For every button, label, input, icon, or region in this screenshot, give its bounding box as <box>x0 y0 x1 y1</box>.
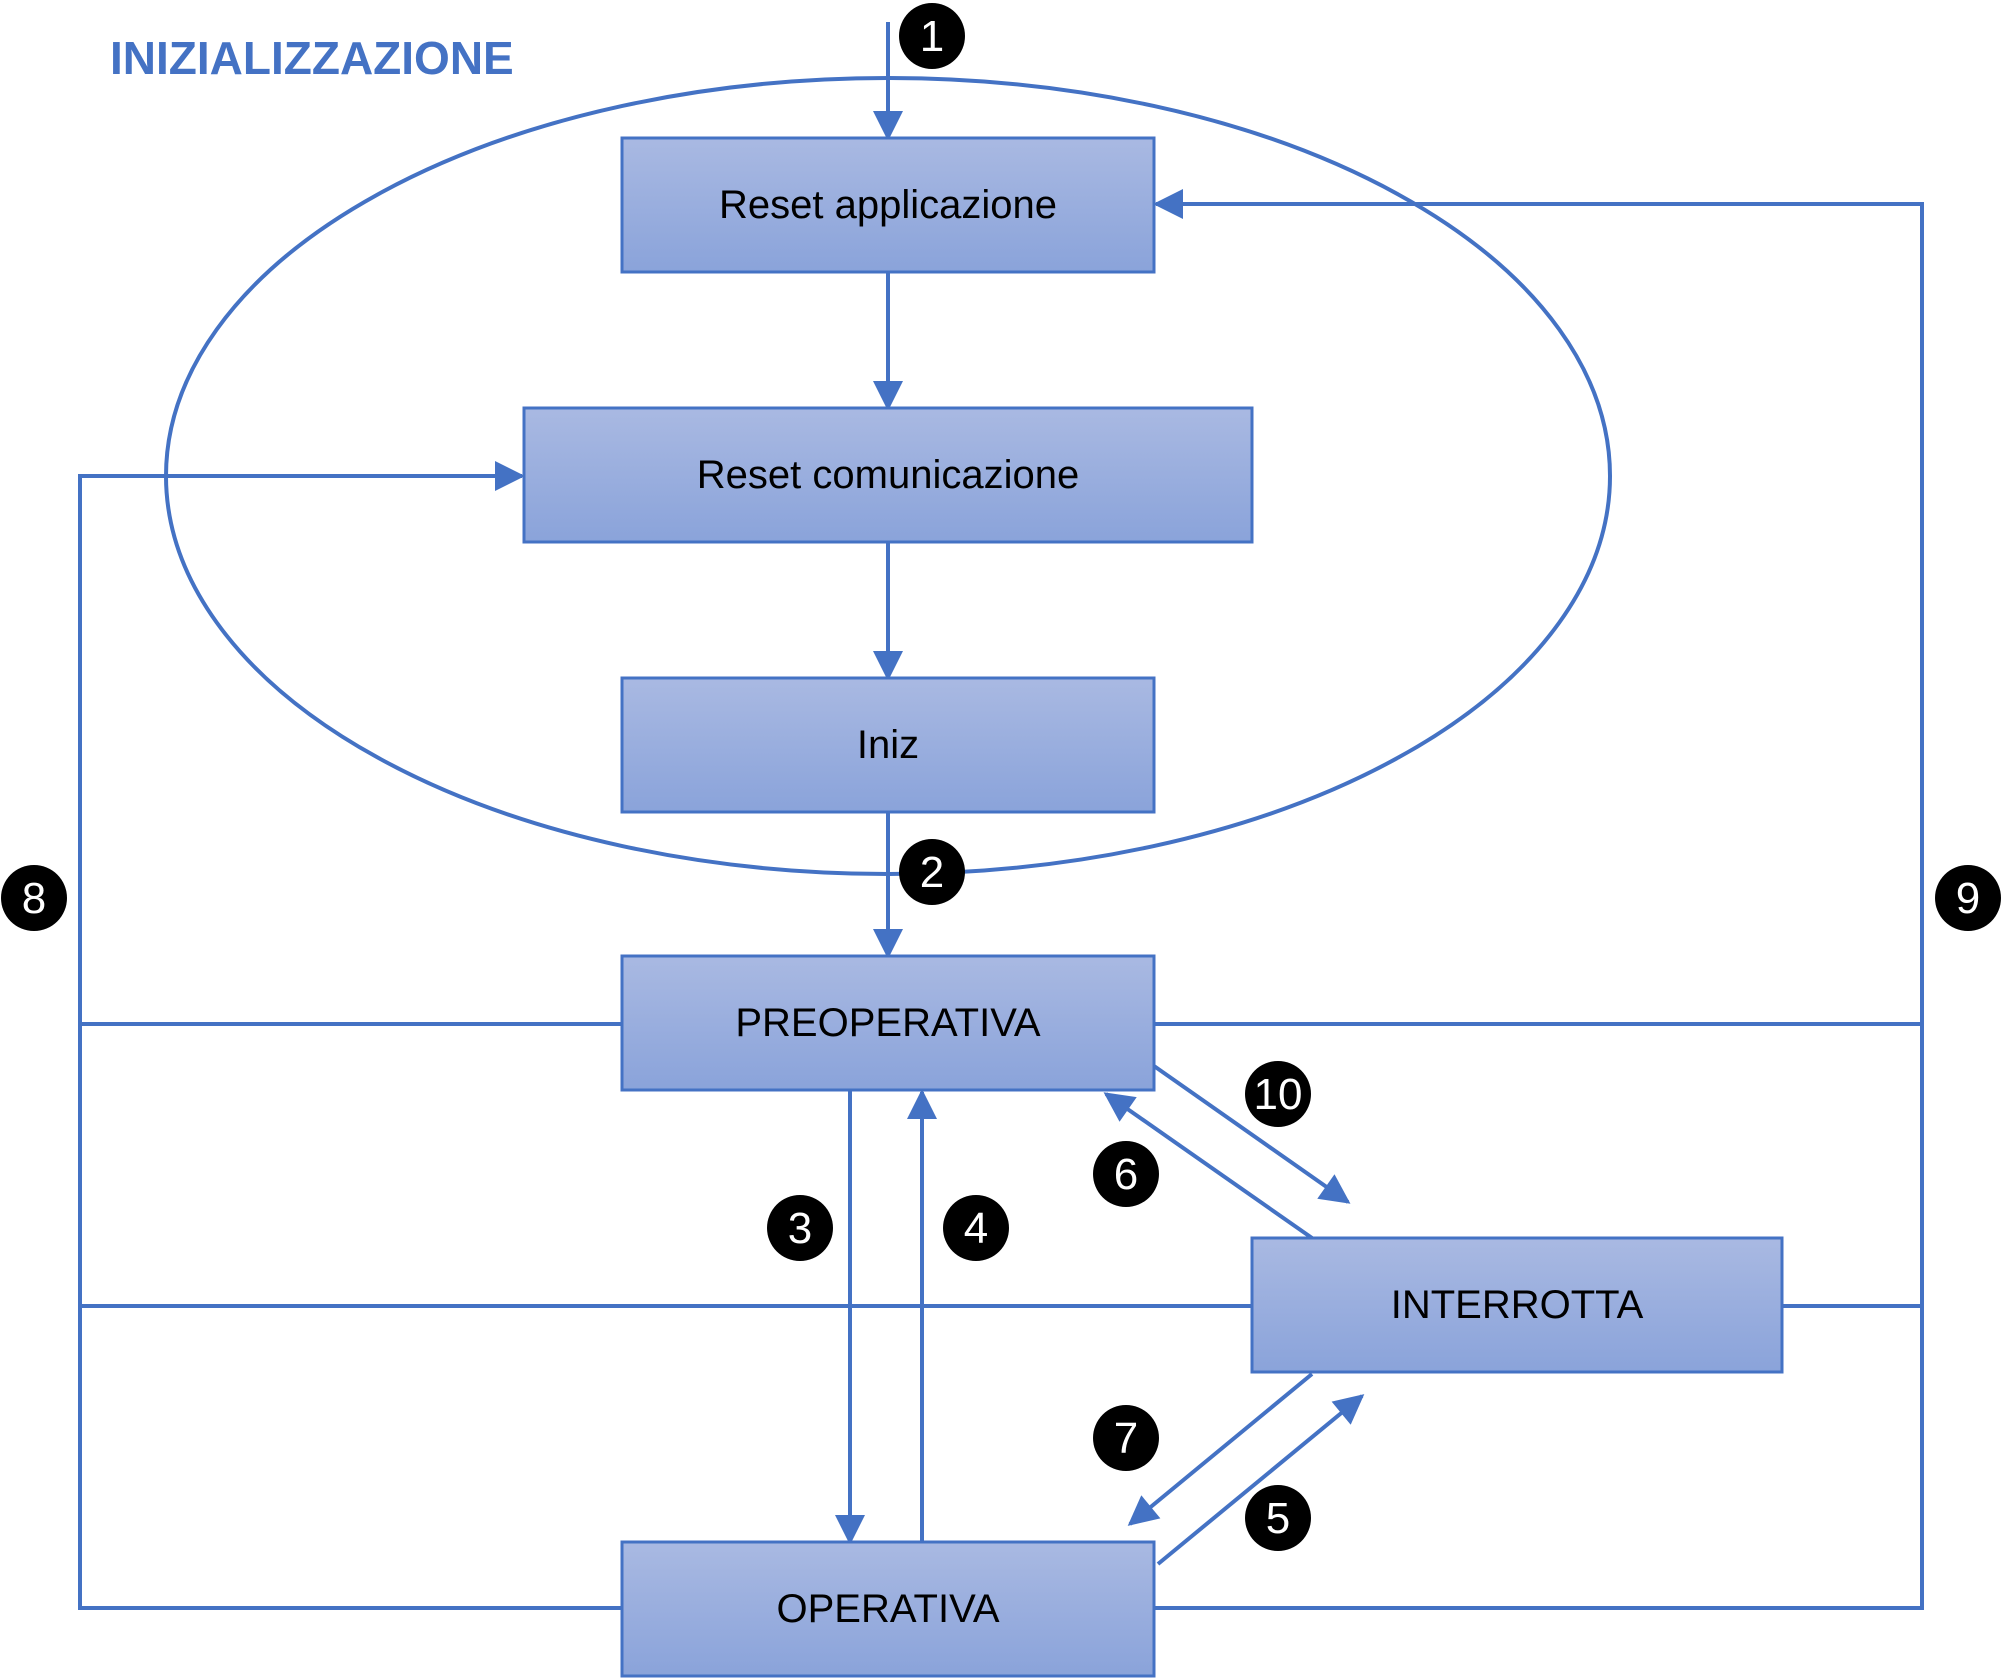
state-preoperativa: PREOPERATIVA <box>620 954 1156 1092</box>
badge-6: 6 <box>1093 1141 1159 1207</box>
badge-circle <box>1935 865 2001 931</box>
badge-number: 1 <box>920 12 944 61</box>
state-label: PREOPERATIVA <box>735 1001 1041 1045</box>
badge-circle <box>943 1195 1009 1261</box>
badge-10: 10 <box>1245 1061 1311 1127</box>
badge-5: 5 <box>1245 1485 1311 1551</box>
badge-number: 4 <box>964 1204 988 1253</box>
state-box <box>620 1540 1156 1678</box>
badge-number: 5 <box>1266 1494 1290 1543</box>
transition-8-bus-operativa <box>78 461 622 1610</box>
badge-number: 2 <box>920 848 944 897</box>
state-box <box>522 406 1254 544</box>
badge-3: 3 <box>767 1195 833 1261</box>
badge-circle <box>1093 1405 1159 1471</box>
badge-circle <box>1245 1061 1311 1127</box>
transition-9-path <box>1153 189 1924 1610</box>
badge-circle <box>899 839 965 905</box>
state-label: INTERROTTA <box>1391 1283 1644 1327</box>
badge-7: 7 <box>1093 1405 1159 1471</box>
state-label: Reset comunicazione <box>697 453 1079 497</box>
connectors <box>78 22 1924 1610</box>
transition-5-arrow <box>1156 1394 1365 1566</box>
badge-circle <box>1245 1485 1311 1551</box>
badge-9: 9 <box>1935 865 2001 931</box>
badge-4: 4 <box>943 1195 1009 1261</box>
group-title: INIZIALIZZAZIONE <box>110 32 514 84</box>
state-label: Iniz <box>857 723 919 767</box>
state-box <box>1250 1236 1784 1374</box>
state-operativa: OPERATIVA <box>620 1540 1156 1678</box>
badge-8: 8 <box>1 865 67 931</box>
state-interrotta: INTERROTTA <box>1250 1236 1784 1374</box>
badge-number: 9 <box>1956 874 1980 923</box>
state-box <box>620 954 1156 1092</box>
transition-7-arrow <box>1127 1372 1314 1526</box>
badge-number: 6 <box>1114 1150 1138 1199</box>
transition-6-arrow <box>1103 1092 1314 1240</box>
badge-number: 3 <box>788 1204 812 1253</box>
badge-1: 1 <box>899 3 965 69</box>
state-reset-applicazione: Reset applicazione <box>620 136 1156 274</box>
badge-number: 7 <box>1114 1414 1138 1463</box>
state-box <box>620 136 1156 274</box>
state-label: OPERATIVA <box>776 1587 999 1631</box>
badge-circle <box>767 1195 833 1261</box>
badge-circle <box>1093 1141 1159 1207</box>
badge-circle <box>1 865 67 931</box>
badge-number: 8 <box>22 874 46 923</box>
badge-number: 10 <box>1254 1070 1303 1119</box>
state-reset-comunicazione: Reset comunicazione <box>522 406 1254 544</box>
transition-10-arrow <box>1152 1064 1351 1204</box>
badge-2: 2 <box>899 839 965 905</box>
state-label: Reset applicazione <box>719 183 1057 227</box>
state-iniz: Iniz <box>620 676 1156 814</box>
state-box <box>620 676 1156 814</box>
badge-circle <box>899 3 965 69</box>
